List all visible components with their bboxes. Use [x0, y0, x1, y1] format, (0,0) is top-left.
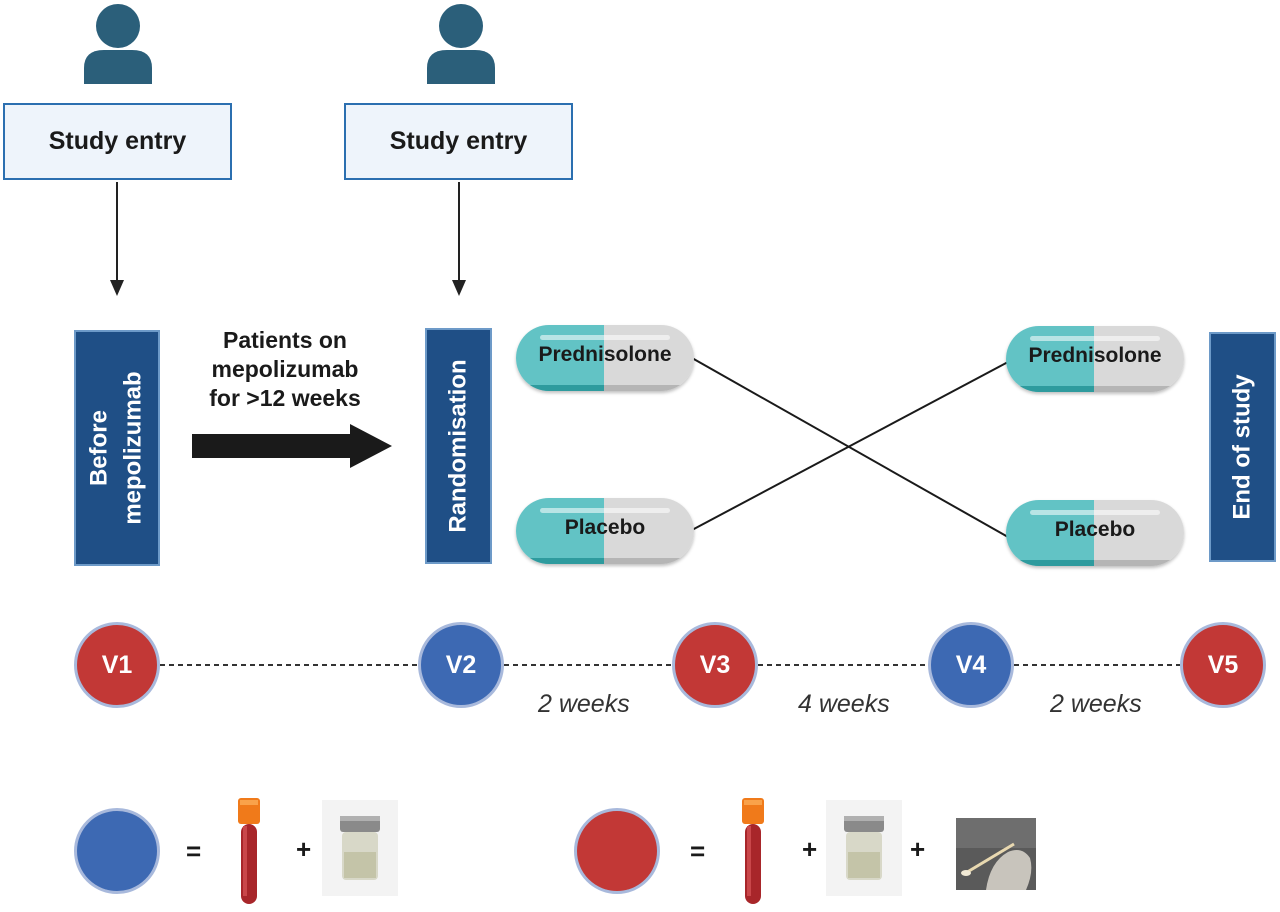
sample-pot-icon: [322, 800, 398, 896]
capsule-placebo-left: Placebo: [516, 498, 694, 564]
capsule-icon: [516, 325, 694, 391]
nasal-swab-icon: [956, 818, 1036, 890]
visit-label: V2: [445, 650, 477, 679]
study-entry-label: Study entry: [389, 127, 528, 155]
visit-v1: V1: [74, 622, 160, 708]
arm-label: Prednisolone: [538, 343, 672, 366]
person-icon: [84, 4, 152, 84]
phase-bar-before: Before mepolizumab: [74, 330, 160, 566]
phase-before-line1: Before: [86, 409, 114, 487]
visit-label: V5: [1207, 650, 1239, 679]
capsule-prednisolone-left: Prednisolone: [516, 325, 694, 391]
study-entry-box: Study entry: [344, 103, 573, 180]
transition-line: for >12 weeks: [209, 385, 361, 411]
person-icon: [427, 4, 495, 84]
legend-plus: +: [296, 834, 312, 864]
transition-arrow-body: [192, 434, 352, 458]
arm-label: Placebo: [1054, 518, 1136, 541]
legend-red-visit-circle: [574, 808, 660, 894]
down-arrow-head: [110, 280, 124, 296]
legend-equals: =: [186, 836, 202, 866]
phase-bar-randomisation: Randomisation: [425, 328, 492, 564]
visit-v2: V2: [418, 622, 504, 708]
phase-randomisation-label: Randomisation: [444, 359, 472, 533]
legend-plus: +: [802, 834, 818, 864]
transition-text: Patients on mepolizumab for >12 weeks: [180, 326, 390, 413]
phase-before-line2: mepolizumab: [120, 371, 148, 525]
interval-label: 2 weeks: [538, 690, 630, 718]
down-arrow-head: [452, 280, 466, 296]
visit-label: V1: [101, 650, 133, 679]
crossover-line: [691, 357, 1009, 538]
legend-plus: +: [910, 834, 926, 864]
arm-label: Placebo: [564, 516, 646, 539]
visit-v5: V5: [1180, 622, 1266, 708]
interval-label: 2 weeks: [1050, 690, 1142, 718]
transition-line: Patients on: [223, 327, 347, 353]
visit-label: V4: [955, 650, 987, 679]
crossover-line: [691, 361, 1009, 531]
interval-label: 4 weeks: [798, 690, 890, 718]
visit-v3: V3: [672, 622, 758, 708]
legend-equals: =: [690, 836, 706, 866]
phase-bar-end: End of study: [1209, 332, 1276, 562]
legend-blue-visit-circle: [74, 808, 160, 894]
blood-tube-icon: [742, 798, 764, 904]
study-entry-label: Study entry: [48, 127, 187, 155]
capsule-placebo-right: Placebo: [1006, 500, 1184, 566]
arm-label: Prednisolone: [1028, 344, 1162, 367]
phase-end-label: End of study: [1228, 374, 1256, 520]
transition-arrow-head: [350, 424, 392, 468]
visit-v4: V4: [928, 622, 1014, 708]
study-entry-box: Study entry: [3, 103, 232, 180]
transition-line: mepolizumab: [211, 356, 359, 382]
blood-tube-icon: [238, 798, 260, 904]
capsule-prednisolone-right: Prednisolone: [1006, 326, 1184, 392]
sample-pot-icon: [826, 800, 902, 896]
visit-label: V3: [699, 650, 731, 679]
